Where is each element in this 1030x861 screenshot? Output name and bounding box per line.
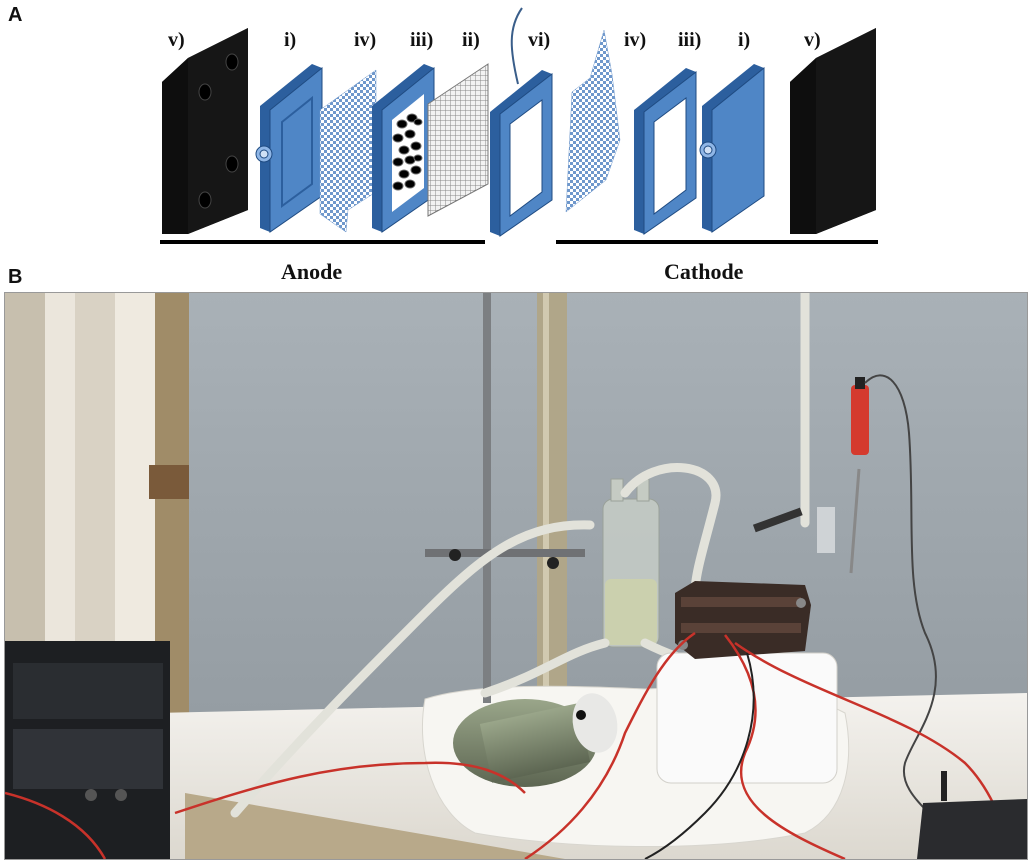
panel-label-b: B xyxy=(8,266,23,288)
hood-divider-post xyxy=(537,293,567,693)
label-i-right: i) xyxy=(738,29,750,51)
label-v-right: v) xyxy=(804,29,821,51)
black-wire xyxy=(644,652,755,859)
hood-hinge xyxy=(149,465,189,499)
mesh-membrane-right xyxy=(565,29,621,213)
cathode-label: Cathode xyxy=(664,259,744,284)
label-i-left: i) xyxy=(284,29,296,51)
label-v-left: v) xyxy=(168,29,185,51)
anode-chamber-frame xyxy=(372,64,435,233)
ring-stand-rod xyxy=(483,293,491,703)
exploded-cell-diagram: v) i) iv) iii) ii) vi) iv) iii) i) v) xyxy=(160,7,878,284)
pump-motor xyxy=(453,693,618,787)
flow-frame-left xyxy=(255,64,323,233)
label-vi: vi) xyxy=(528,29,550,51)
mfc-cell xyxy=(656,581,838,784)
mesh-membrane-left xyxy=(319,69,377,233)
flow-frame-right xyxy=(699,64,765,233)
end-plate-left xyxy=(162,28,248,234)
reference-electrode xyxy=(752,374,946,834)
anode-label: Anode xyxy=(281,259,342,284)
panel-label-a: A xyxy=(8,4,23,26)
label-iii-left: iii) xyxy=(410,29,433,51)
cathode-chamber-frame xyxy=(634,68,697,235)
multimeter xyxy=(917,771,1027,859)
lab-setup-photo xyxy=(4,292,1028,860)
gas-bottle xyxy=(602,478,660,648)
label-ii: ii) xyxy=(462,29,480,51)
power-supply xyxy=(5,641,170,859)
end-plate-right xyxy=(790,28,876,234)
grid-collector xyxy=(427,63,489,217)
label-iii-right: iii) xyxy=(678,29,701,51)
label-iv-left: iv) xyxy=(354,29,376,51)
label-iv-right: iv) xyxy=(624,29,646,51)
central-frame-with-wire xyxy=(490,7,553,237)
